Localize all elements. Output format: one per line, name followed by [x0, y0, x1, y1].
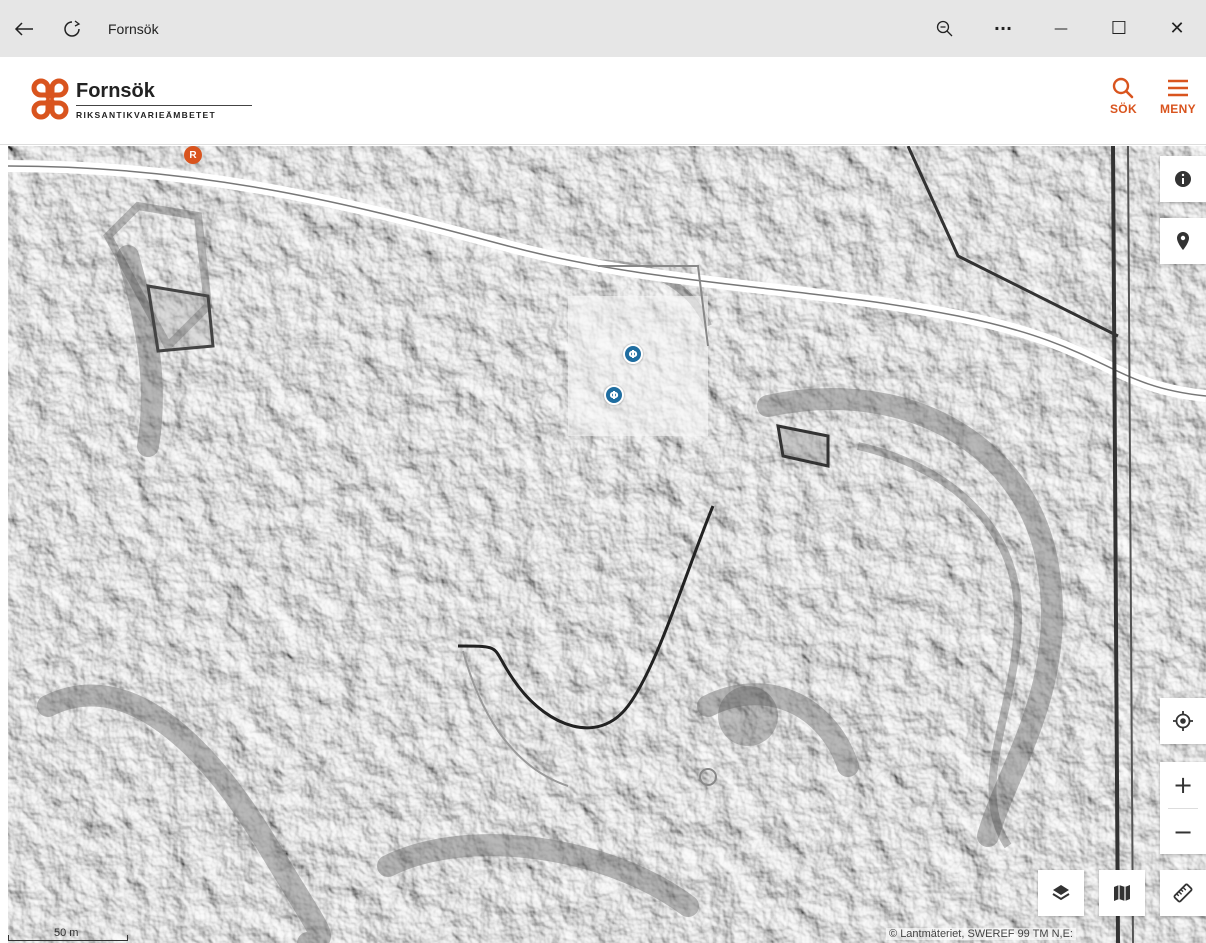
info-icon	[1175, 171, 1191, 187]
ruler-icon	[1173, 883, 1193, 903]
zoom-out-button[interactable]: −	[1172, 818, 1194, 846]
close-label: ✕	[1169, 18, 1185, 39]
logo[interactable]: Fornsök RIKSANTIKVARIEÄMBETET	[26, 75, 252, 123]
menu-label: MENY	[1160, 102, 1196, 116]
zoom-in-button[interactable]: +	[1172, 771, 1194, 799]
zoom-separator	[1168, 808, 1198, 809]
marker-label: Φ	[609, 388, 619, 402]
back-button[interactable]	[0, 0, 48, 57]
zoom-controls: + −	[1160, 762, 1206, 854]
info-button[interactable]	[1160, 156, 1206, 202]
search-icon	[1113, 77, 1134, 99]
scale-bar-line	[8, 935, 128, 941]
search-button[interactable]: SÖK	[1110, 77, 1137, 116]
window-title: Fornsök	[108, 20, 159, 37]
maximize-button[interactable]: ☐	[1090, 0, 1148, 57]
geolocate-button[interactable]	[1160, 698, 1206, 744]
basemap-button[interactable]	[1099, 870, 1145, 916]
window-titlebar: Fornsök ··· — ☐ ✕	[0, 0, 1206, 57]
hillshade-terrain	[8, 146, 1206, 943]
layers-button[interactable]	[1038, 870, 1084, 916]
measure-button[interactable]	[1160, 870, 1206, 916]
map-icon	[1114, 885, 1130, 901]
location-pin-button[interactable]	[1160, 218, 1206, 264]
hamburger-icon	[1167, 79, 1188, 97]
maximize-label: ☐	[1110, 18, 1128, 39]
logo-subtitle: RIKSANTIKVARIEÄMBETET	[76, 105, 252, 120]
marker-label: R	[189, 149, 197, 161]
map-marker[interactable]: Φ	[604, 385, 624, 405]
location-pin-icon	[1177, 232, 1189, 250]
map-attribution: © Lantmäteriet, SWEREF 99 TM N,E:	[886, 928, 1076, 940]
search-label: SÖK	[1110, 102, 1137, 116]
back-arrow-icon	[14, 21, 33, 36]
scale-bar: 50 m	[8, 924, 128, 943]
logo-name: Fornsök	[76, 80, 155, 102]
menu-button[interactable]: MENY	[1160, 77, 1196, 116]
more-label: ···	[993, 19, 1013, 38]
map-marker-r[interactable]: R	[184, 146, 202, 164]
zoom-out-button[interactable]	[916, 0, 974, 57]
marker-label: Φ	[628, 347, 638, 361]
logo-mark-icon	[31, 78, 69, 120]
refresh-icon	[64, 19, 81, 37]
scale-label: 50 m	[54, 927, 79, 939]
more-button[interactable]: ···	[974, 0, 1032, 57]
map-marker[interactable]: Φ	[623, 344, 643, 364]
minimize-button[interactable]: —	[1032, 0, 1090, 57]
map-feature-ring-icon[interactable]	[699, 768, 717, 786]
geolocate-icon	[1173, 711, 1193, 731]
refresh-button[interactable]	[48, 0, 96, 57]
app-header: Fornsök RIKSANTIKVARIEÄMBETET SÖK MENY	[0, 57, 1206, 145]
minimize-label: —	[1054, 20, 1068, 37]
layers-icon	[1052, 885, 1070, 901]
zoom-out-icon	[936, 20, 953, 36]
close-button[interactable]: ✕	[1148, 0, 1206, 57]
map-view[interactable]: R Φ Φ + −	[8, 146, 1206, 943]
